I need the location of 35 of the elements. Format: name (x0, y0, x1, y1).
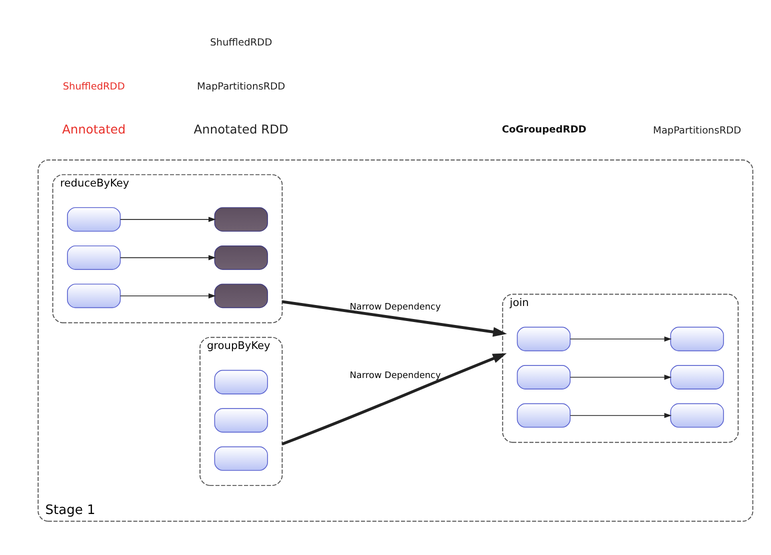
node-box (67, 244, 121, 270)
label: CoGroupedRDD (502, 124, 586, 135)
node-box (670, 364, 724, 389)
node-box (214, 408, 268, 432)
label: Annotated RDD (194, 122, 288, 136)
cluster: groupByKey (200, 336, 283, 486)
node-box (670, 402, 724, 428)
arrow (570, 412, 672, 418)
node-box (516, 326, 571, 351)
node-box (67, 206, 121, 232)
label: ShuffledRDD (62, 80, 125, 92)
arrow (120, 216, 216, 222)
node-box (214, 244, 268, 270)
arrow (120, 254, 216, 260)
node-box (670, 326, 724, 351)
node-box (516, 364, 571, 389)
edge-label: Narrow Dependency (350, 302, 441, 312)
label: MapPartitionsRDD (197, 80, 286, 92)
node-box (67, 283, 121, 308)
node-box (214, 369, 268, 394)
node-box (214, 206, 268, 232)
label: Annotated (62, 122, 126, 136)
arrow (282, 300, 507, 336)
node-box (214, 283, 268, 308)
arrow (120, 292, 216, 298)
cluster: join (502, 293, 739, 442)
arrow (570, 374, 672, 380)
node-box (516, 402, 571, 428)
label: ShuffledRDD (210, 36, 272, 48)
node-box (214, 446, 268, 470)
label: MapPartitionsRDD (653, 124, 742, 136)
arrow (570, 336, 672, 342)
cluster: reduceByKey (52, 174, 283, 323)
edge-label: Narrow Dependency (350, 370, 441, 380)
arrow (282, 352, 507, 445)
